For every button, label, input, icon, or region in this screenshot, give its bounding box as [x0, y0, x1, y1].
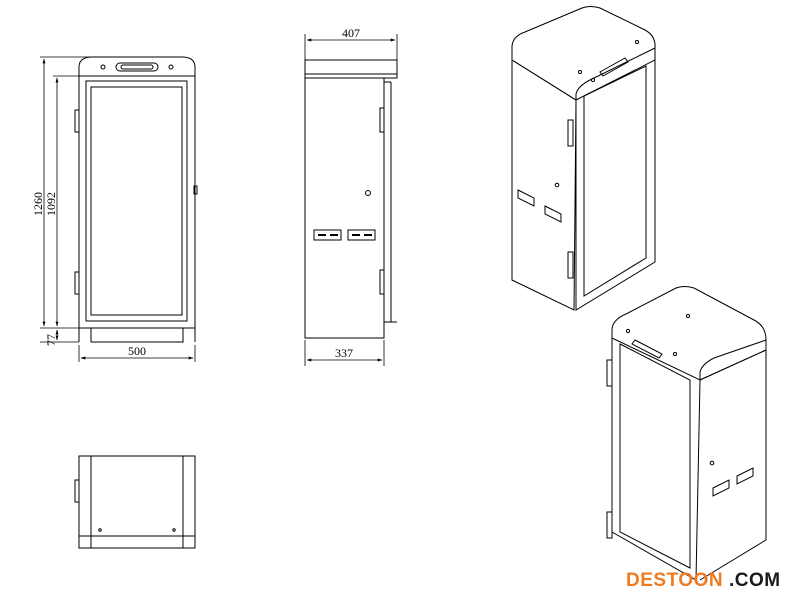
dim-height-door: 1092	[44, 192, 58, 216]
watermark-com: .COM	[729, 570, 781, 591]
side-view	[304, 59, 398, 339]
dim-base-height: 77	[44, 334, 58, 346]
watermark-destoon: DESTOON	[626, 570, 723, 591]
top-view	[74, 455, 196, 549]
dim-bottom-depth: 337	[335, 346, 353, 360]
front-dimensions	[40, 56, 196, 362]
dim-height-total: 1260	[31, 192, 45, 216]
watermark-logo: DESTOON .COM	[626, 570, 781, 591]
front-view	[74, 56, 198, 343]
dim-top-depth: 407	[342, 26, 360, 40]
isometric-view-front	[606, 286, 767, 581]
isometric-view-rear	[511, 6, 656, 311]
side-dimensions	[304, 34, 398, 366]
dim-width: 500	[128, 344, 146, 358]
